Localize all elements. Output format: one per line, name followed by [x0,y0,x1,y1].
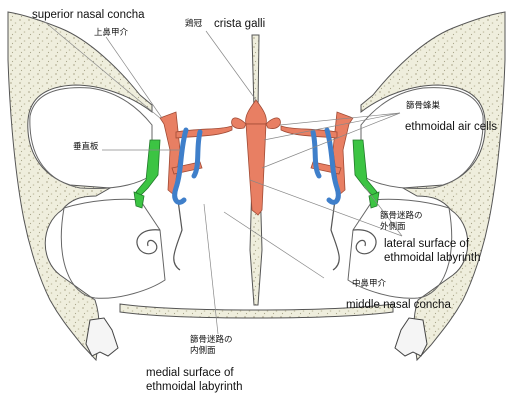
label-middle-nasal-concha: middle nasal concha [346,299,451,311]
inferior-turbinates [136,199,377,271]
label-ethmoidal-air-cells-jp: 篩骨蜂巣 [406,101,441,111]
label-crista-galli: crista galli [214,18,266,30]
skull-outer-bone [7,11,506,362]
teeth [85,317,428,357]
hard-palate [119,303,394,319]
label-middle-nasal-concha-jp: 中鼻甲介 [352,279,387,289]
label-superior-nasal-concha: superior nasal concha [32,9,145,21]
label-crista-galli-jp: 鶏冠 [185,19,203,29]
ethmoid-red-parts [159,99,354,216]
label-medial-surface-jp-2: 内側面 [190,346,216,356]
label-medial-surface-1: medial surface of [146,367,234,379]
label-lateral-surface-jp-1: 篩骨迷路の [380,211,423,221]
label-perpendicular-plate-jp: 垂直板 [73,142,99,152]
label-medial-surface-2: ethmoidal labyrinth [146,381,243,393]
label-lateral-surface-2: ethmoidal labyrinth [384,252,481,264]
label-ethmoidal-air-cells: ethmoidal air cells [405,121,498,133]
label-superior-nasal-concha-jp: 上鼻甲介 [94,28,129,38]
leader-lines [44,21,403,335]
conchae-blue [172,127,341,205]
label-lateral-surface-jp-2: 外側面 [380,222,406,232]
label-medial-surface-jp-1: 篩骨迷路の [190,335,233,345]
label-lateral-surface-1: lateral surface of [384,238,470,250]
